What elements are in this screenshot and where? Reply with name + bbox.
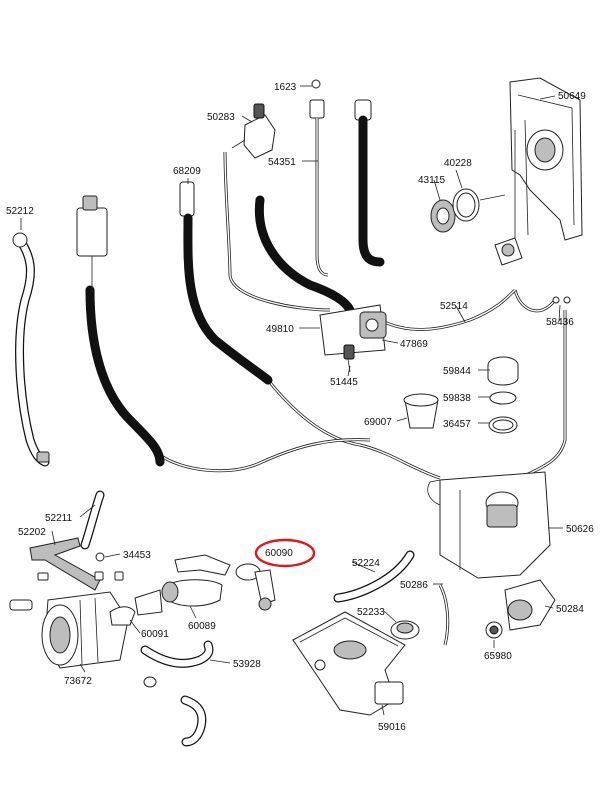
label-52224: 52224	[352, 558, 380, 569]
part-50286-wire	[438, 584, 450, 646]
label-49810: 49810	[266, 324, 294, 335]
part-50649-panel	[509, 77, 583, 250]
part-50283-sensor	[223, 103, 331, 312]
part-52212-hose	[12, 232, 50, 467]
label-52211: 52211	[45, 513, 73, 524]
label-50283: 50283	[207, 112, 235, 123]
part-50284-pump	[485, 579, 556, 639]
part-52211-small-hose	[80, 490, 105, 550]
label-40228: 40228	[444, 158, 472, 169]
label-50286: 50286	[400, 580, 428, 591]
leader-lines	[20, 85, 563, 716]
part-inlet-valve-assembly	[319, 304, 387, 373]
label-54351: 54351	[268, 157, 296, 168]
label-60091: 60091	[141, 629, 169, 640]
label-50284: 50284	[556, 604, 584, 615]
part-59016-sump	[292, 611, 406, 716]
label-58436: 58436	[546, 317, 574, 328]
part-52202-bracket	[29, 537, 124, 591]
label-1623: 1623	[274, 82, 297, 93]
label-52233: 52233	[357, 607, 385, 618]
label-51445: 51445	[330, 377, 358, 388]
label-73672: 73672	[64, 676, 92, 687]
label-36457: 36457	[443, 419, 471, 430]
label-60090: 60090	[265, 548, 293, 559]
part-52211-hose	[76, 195, 165, 467]
part-60089-hose	[134, 554, 231, 616]
part-73672-motor	[9, 591, 129, 669]
label-47869: 47869	[400, 339, 428, 350]
label-65980: 65980	[484, 651, 512, 662]
label-59844: 59844	[443, 366, 471, 377]
part-50626-softener	[427, 471, 551, 579]
part-60091	[109, 606, 136, 626]
part-53928-hose	[140, 640, 214, 747]
part-52233	[390, 620, 420, 640]
label-52514: 52514	[440, 301, 468, 312]
label-59016: 59016	[378, 722, 406, 733]
label-60089: 60089	[188, 621, 216, 632]
part-68209-hose	[179, 181, 273, 385]
part-58436	[552, 296, 571, 304]
label-50626: 50626	[566, 524, 594, 535]
part-60090-connector	[235, 563, 276, 611]
label-52212: 52212	[6, 206, 34, 217]
highlight-ring-60090	[254, 538, 316, 568]
label-69007: 69007	[364, 417, 392, 428]
label-59838: 59838	[443, 393, 471, 404]
part-softener-cap-stack	[403, 356, 519, 434]
label-50649: 50649	[558, 91, 586, 102]
label-34453: 34453	[123, 550, 151, 561]
part-52224-hose	[333, 550, 415, 603]
part-43115-40228-seal	[430, 188, 523, 266]
label-52202: 52202	[18, 527, 46, 538]
label-43115: 43115	[418, 175, 446, 186]
label-68209: 68209	[173, 166, 201, 177]
part-number-labels: 1623 50283 54351 68209 52212 50649 40228…	[6, 82, 594, 733]
label-53928: 53928	[233, 659, 261, 670]
part-54351-hoses	[254, 79, 385, 315]
